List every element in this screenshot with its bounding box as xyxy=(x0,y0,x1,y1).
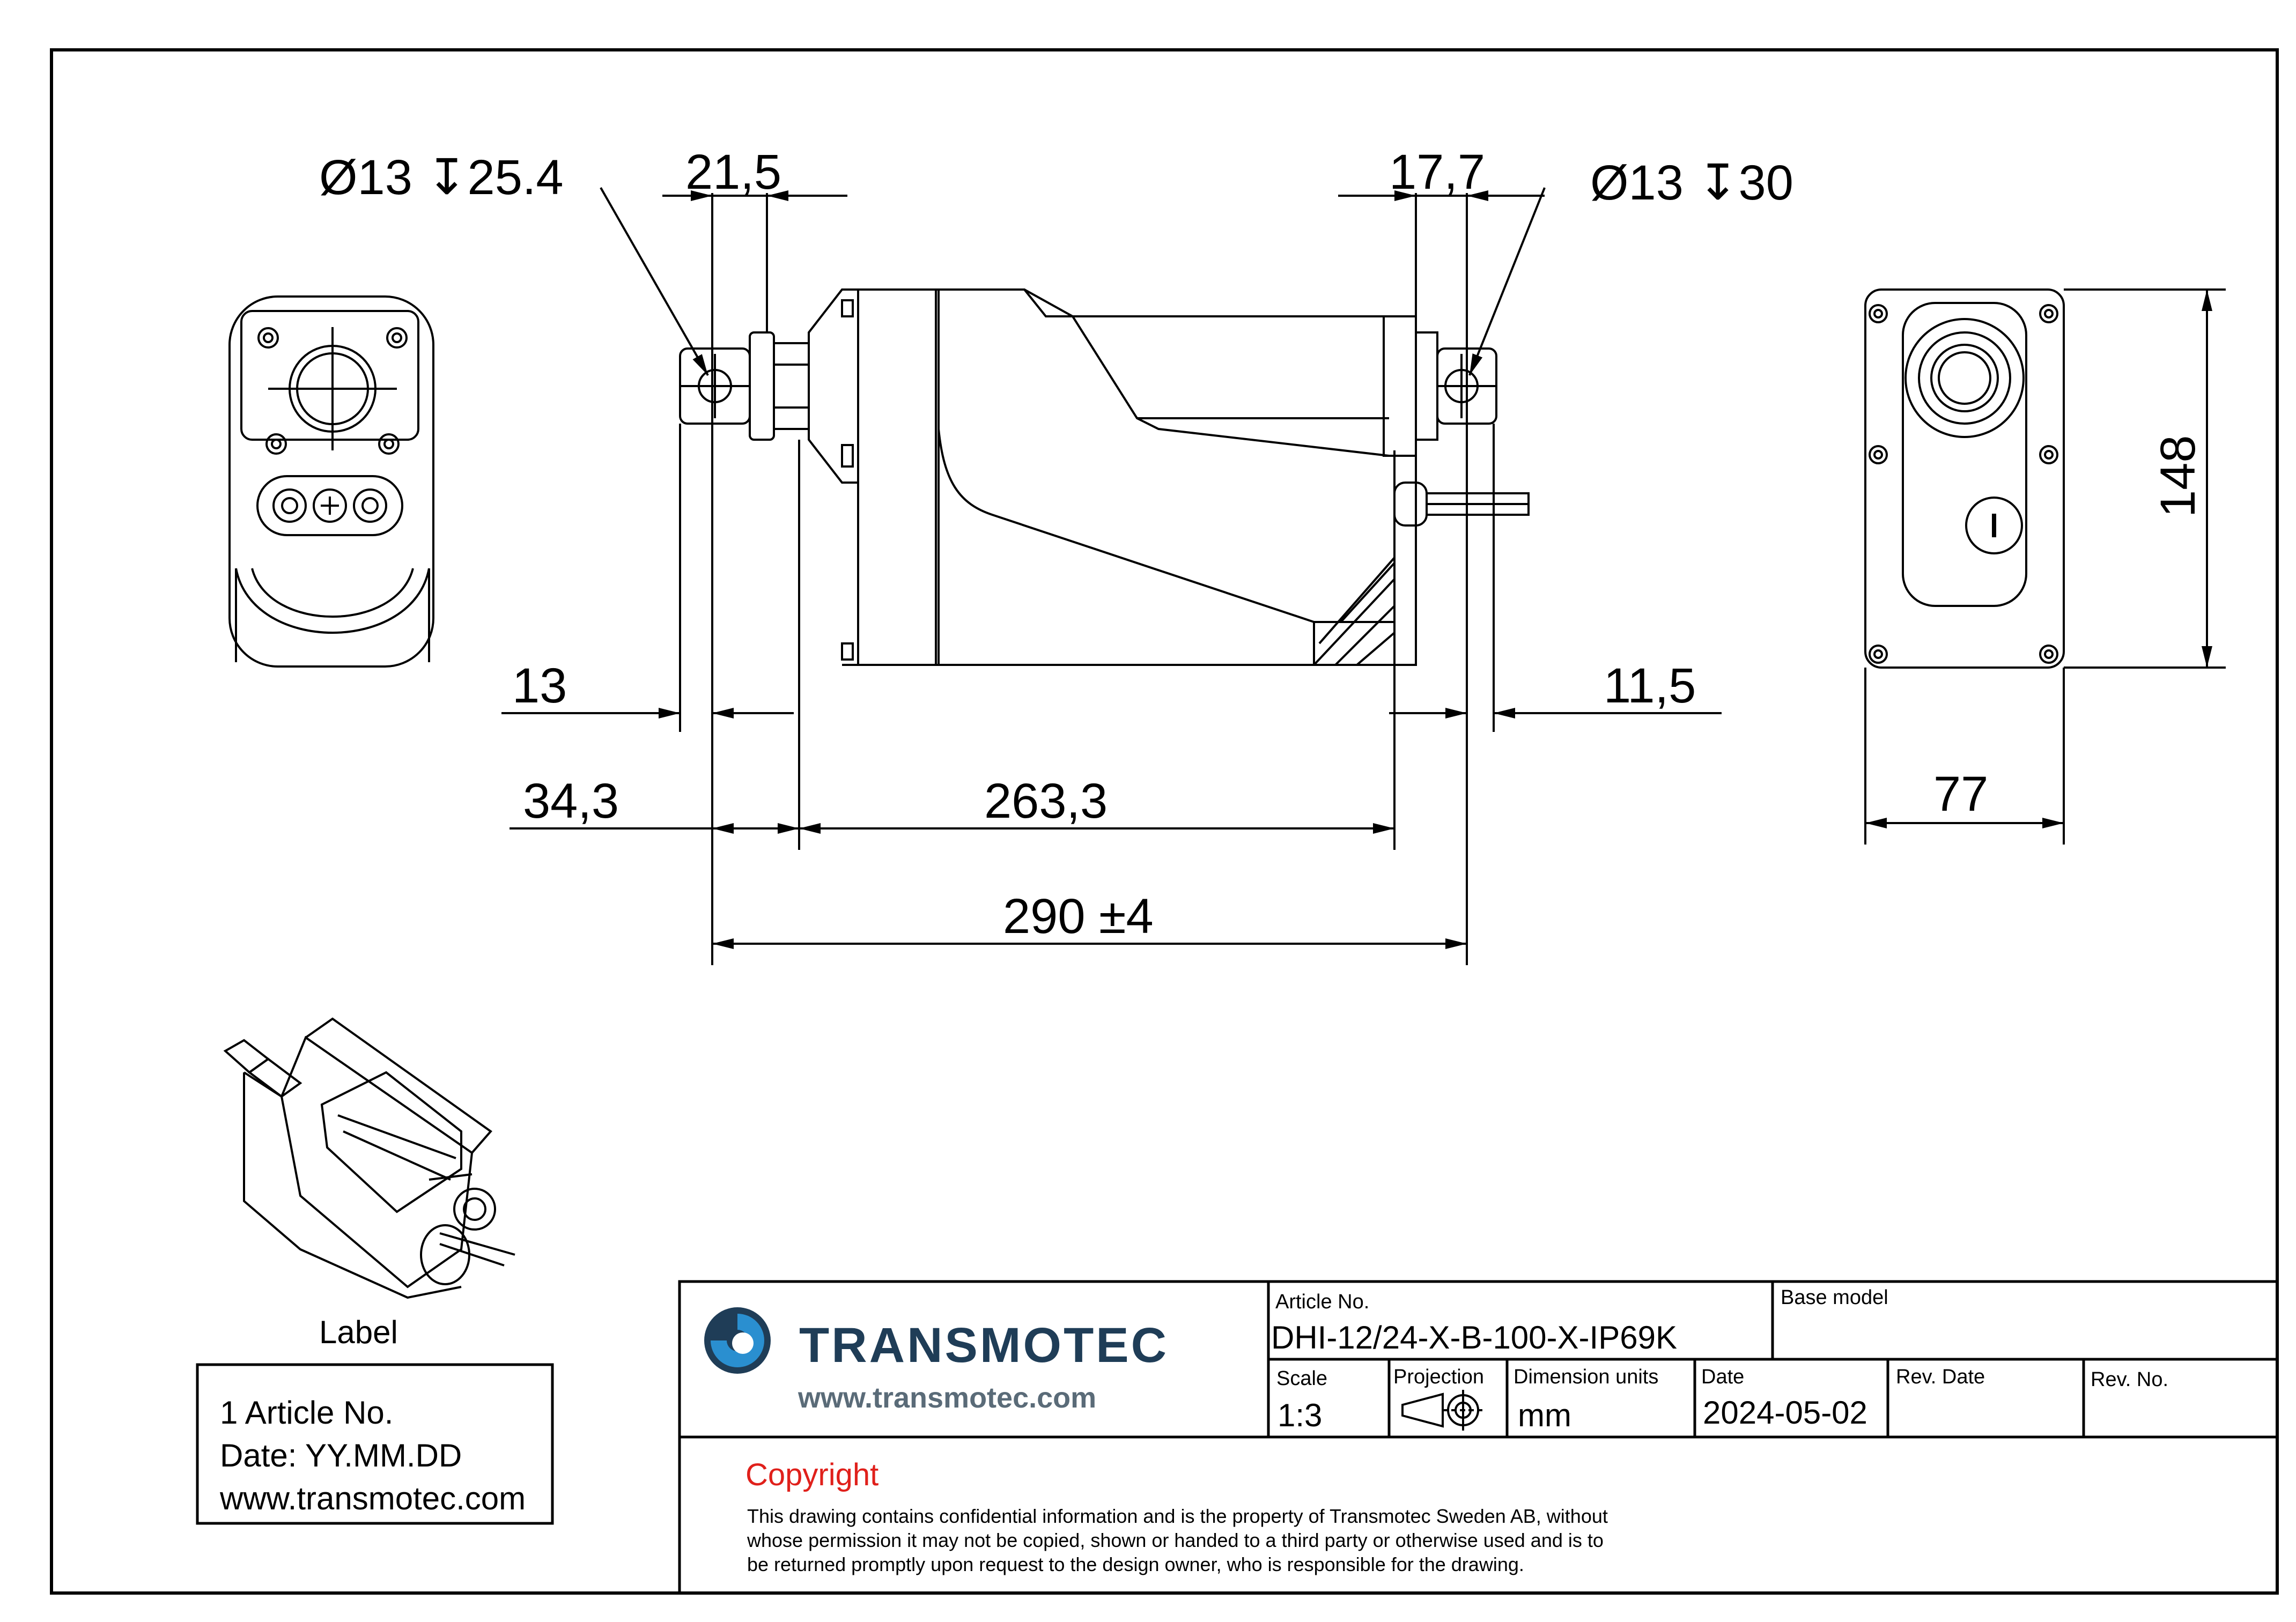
label-line-2: Date: YY.MM.DD xyxy=(220,1438,462,1473)
dim-17-7: 17,7 xyxy=(1389,145,1485,199)
dim-34-3: 34,3 xyxy=(523,774,619,828)
copyright-title: Copyright xyxy=(745,1457,878,1492)
dimension-lines xyxy=(501,187,2226,965)
label-box xyxy=(196,1363,554,1525)
date-value: 2024-05-02 xyxy=(1703,1395,1867,1431)
label-caption: Label xyxy=(319,1314,398,1350)
actuator-side-view xyxy=(679,288,1530,666)
dim-13: 13 xyxy=(512,658,567,713)
dim-263-3: 263,3 xyxy=(984,774,1108,828)
isometric-view xyxy=(223,1017,515,1299)
dim-21-5: 21,5 xyxy=(685,145,781,199)
left-end-view xyxy=(228,295,434,668)
date-label: Date xyxy=(1701,1366,1744,1388)
dimension-units-label: Dimension units xyxy=(1514,1366,1658,1388)
base-model-label: Base model xyxy=(1781,1286,1888,1309)
scale-value: 1:3 xyxy=(1278,1397,1322,1433)
copyright-line-3: be returned promptly upon request to the… xyxy=(747,1553,1524,1575)
copyright-line-1: This drawing contains confidential infor… xyxy=(747,1505,1608,1527)
dimension-units-value: mm xyxy=(1518,1397,1571,1433)
logo-text: TRANSMOTEC xyxy=(799,1318,1169,1373)
label-line-3: www.transmotec.com xyxy=(219,1480,526,1516)
dim-290: 290 ±4 xyxy=(1003,889,1154,944)
scale-label: Scale xyxy=(1276,1367,1327,1390)
rev-no-label: Rev. No. xyxy=(2091,1368,2168,1391)
title-block xyxy=(678,1280,2279,1595)
label-line-1: 1 Article No. xyxy=(220,1395,393,1431)
article-no-value: DHI-12/24-X-B-100-X-IP69K xyxy=(1271,1320,1677,1356)
transmotec-logo: TRANSMOTEC www.transmotec.com xyxy=(704,1307,1169,1414)
right-end-view xyxy=(1864,288,2065,669)
dim-148: 148 xyxy=(2151,435,2205,518)
dim-hole-left: Ø13 ↧25.4 xyxy=(319,150,564,205)
rev-date-label: Rev. Date xyxy=(1896,1366,1985,1388)
dimension-texts: Ø13 ↧25.4 Ø13 ↧30 21,5 17,7 13 11,5 34,3… xyxy=(319,145,2205,944)
dim-hole-right: Ø13 ↧30 xyxy=(1590,155,1793,210)
projection-symbol-icon xyxy=(1401,1390,1486,1431)
logo-url: www.transmotec.com xyxy=(798,1382,1096,1414)
projection-label: Projection xyxy=(1393,1366,1484,1388)
article-no-label: Article No. xyxy=(1275,1291,1369,1313)
copyright-line-2: whose permission it may not be copied, s… xyxy=(747,1529,1604,1551)
dim-11-5: 11,5 xyxy=(1604,658,1696,713)
dim-77: 77 xyxy=(1933,767,1988,821)
